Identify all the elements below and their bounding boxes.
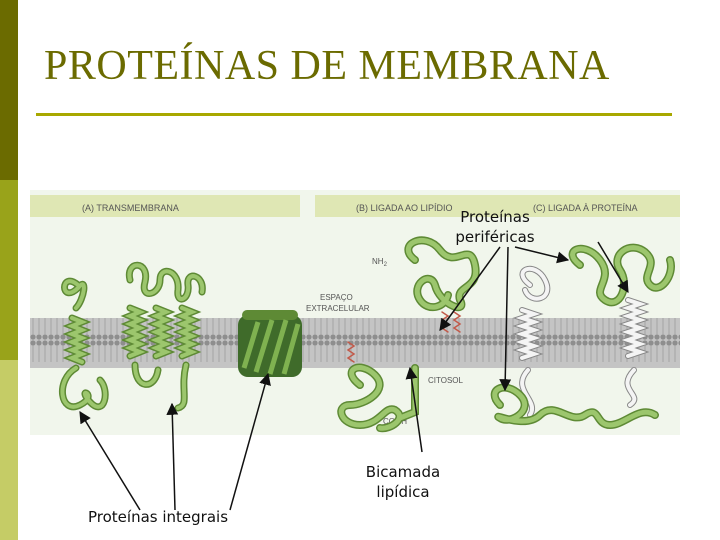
nh2-text: NH — [372, 257, 384, 266]
transmembrane-protein-multipass — [120, 261, 206, 412]
extracellular-label-1: ESPAÇO — [320, 293, 353, 302]
cytosol-label: CITOSOL — [428, 376, 464, 385]
panel-a-header: (A) TRANSMEMBRANA — [82, 203, 179, 213]
nh2-label: NH2 — [372, 257, 388, 268]
sidebar-block-dark — [0, 0, 18, 180]
label-integral-proteins: Proteínas integrais — [88, 508, 229, 526]
panel-c-header-bar — [505, 195, 680, 217]
transmembrane-protein-single — [59, 277, 109, 411]
label-peripheral-line1: Proteínas — [460, 208, 530, 226]
sidebar-block-mid — [0, 180, 18, 360]
label-lipid-bilayer: Bicamada lipídica — [348, 462, 458, 502]
membrane-protein-figure: (A) TRANSMEMBRANA (B) LIGADA AO LIPÍDIO … — [30, 190, 680, 435]
slide-title: PROTEÍNAS DE MEMBRANA — [44, 43, 610, 89]
panel-c-header: (C) LIGADA À PROTEÍNA — [533, 203, 638, 213]
label-peripheral-line2: periféricas — [455, 228, 535, 246]
title-underline — [36, 113, 672, 116]
peripheral-protein-inner — [490, 383, 659, 430]
panel-b-header: (B) LIGADA AO LIPÍDIO — [356, 203, 453, 213]
panel-a-header-bar — [30, 195, 300, 217]
extracellular-label-2: EXTRACELULAR — [306, 304, 370, 313]
panel-b-header-bar — [315, 195, 510, 217]
label-bilayer-line2: lipídica — [376, 483, 430, 501]
beta-barrel-protein — [238, 310, 302, 377]
nh2-subscript: 2 — [384, 262, 388, 268]
sidebar-block-light — [0, 360, 18, 540]
label-bilayer-line1: Bicamada — [365, 463, 441, 481]
slide-sidebar — [0, 0, 18, 540]
label-peripheral-proteins: Proteínas periféricas — [440, 207, 550, 247]
transmembrane-anchor-protein — [512, 265, 650, 418]
